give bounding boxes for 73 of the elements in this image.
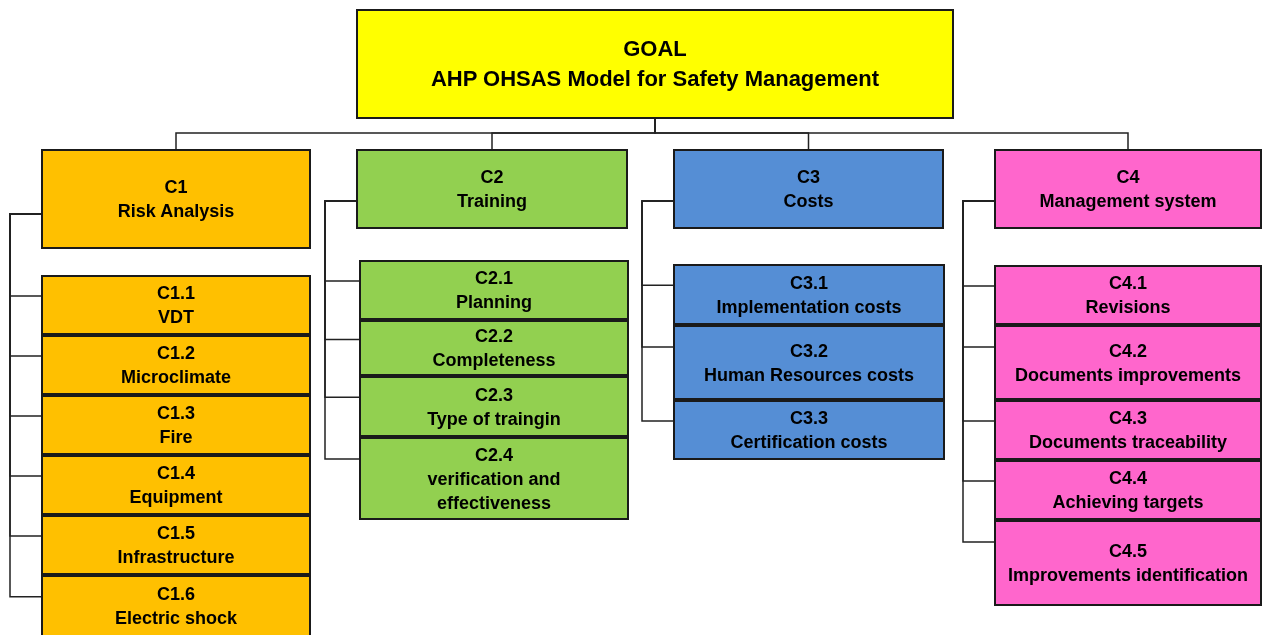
criterion-box <box>41 149 311 249</box>
criterion-box <box>994 149 1262 229</box>
criterion-code: C4 <box>1115 166 1141 189</box>
criterion-name: Human Resources costs <box>702 363 916 387</box>
criterion-name: Fire <box>158 426 194 449</box>
criterion-code: C2 <box>479 166 505 189</box>
criterion-box <box>994 520 1262 606</box>
criterion-name: Risk Analysis <box>116 200 236 223</box>
criterion-code: C2.1 <box>474 267 514 290</box>
criterion-box <box>41 455 311 515</box>
criterion-box <box>41 395 311 455</box>
connector-line <box>962 200 995 543</box>
criterion-code: C2.4 <box>474 443 514 467</box>
criterion-name: Certification costs <box>729 431 889 454</box>
criterion-box <box>673 264 945 325</box>
criterion-name: Type of traingin <box>426 407 562 431</box>
criterion-box <box>673 325 945 400</box>
criterion-box <box>994 460 1262 520</box>
criterion-name: Planning <box>455 291 533 314</box>
criterion-name: VDT <box>157 306 195 329</box>
criterion-name: Improvements identification <box>1006 564 1249 587</box>
criterion-box <box>359 437 629 520</box>
criterion-name: Implementation costs <box>715 295 903 319</box>
criterion-name: Training <box>456 190 528 213</box>
criterion-code: C1.5 <box>156 522 196 545</box>
criterion-box <box>359 376 629 437</box>
criterion-name: verification and effectiveness <box>426 467 562 515</box>
criterion-code: C3.1 <box>789 271 829 295</box>
criterion-code: C1.6 <box>156 583 196 606</box>
criterion-code: C3.2 <box>789 339 829 363</box>
criterion-code: C4.3 <box>1108 407 1148 430</box>
criterion-code: C1.2 <box>156 342 196 365</box>
criterion-box <box>41 515 311 575</box>
connector-line <box>641 200 674 422</box>
criterion-box <box>673 400 945 460</box>
criterion-code: C4.4 <box>1108 467 1148 490</box>
criterion-name: Documents improvements <box>1013 363 1243 387</box>
criterion-code: C3.3 <box>789 407 829 430</box>
criterion-code: C3 <box>796 166 821 189</box>
criterion-name: Infrastructure <box>116 546 236 569</box>
connector-line <box>9 213 42 598</box>
criterion-name: Equipment <box>128 486 224 509</box>
criterion-name: Documents traceability <box>1027 431 1229 454</box>
goal-title: AHP OHSAS Model for Safety Management <box>429 65 881 93</box>
criterion-box <box>356 149 628 229</box>
goal-box <box>356 9 954 119</box>
criterion-name: Completeness <box>431 349 557 372</box>
connector-line <box>324 200 360 460</box>
criterion-name: Management system <box>1038 190 1218 213</box>
criterion-box <box>41 335 311 395</box>
criterion-code: C1.4 <box>156 462 196 485</box>
criterion-box <box>994 265 1262 325</box>
criterion-box <box>359 320 629 376</box>
criterion-code: C2.3 <box>474 383 514 407</box>
criterion-box <box>41 575 311 635</box>
goal-heading: GOAL <box>622 35 688 63</box>
criterion-name: Achieving targets <box>1051 491 1205 514</box>
criterion-name: Costs <box>782 190 835 213</box>
criterion-code: C2.2 <box>474 325 514 348</box>
criterion-code: C1.3 <box>156 402 196 425</box>
criterion-box <box>359 260 629 320</box>
criterion-box <box>673 149 944 229</box>
criterion-box <box>41 275 311 335</box>
criterion-box <box>994 400 1262 460</box>
criterion-code: C4.2 <box>1108 339 1148 363</box>
criterion-code: C4.1 <box>1108 272 1148 295</box>
criterion-name: Electric shock <box>113 607 239 630</box>
criterion-code: C1.1 <box>156 282 196 305</box>
criterion-name: Microclimate <box>119 366 232 389</box>
criterion-box <box>994 325 1262 400</box>
criterion-code: C1 <box>163 176 189 199</box>
criterion-code: C4.5 <box>1108 540 1148 563</box>
criterion-name: Revisions <box>1084 296 1172 319</box>
